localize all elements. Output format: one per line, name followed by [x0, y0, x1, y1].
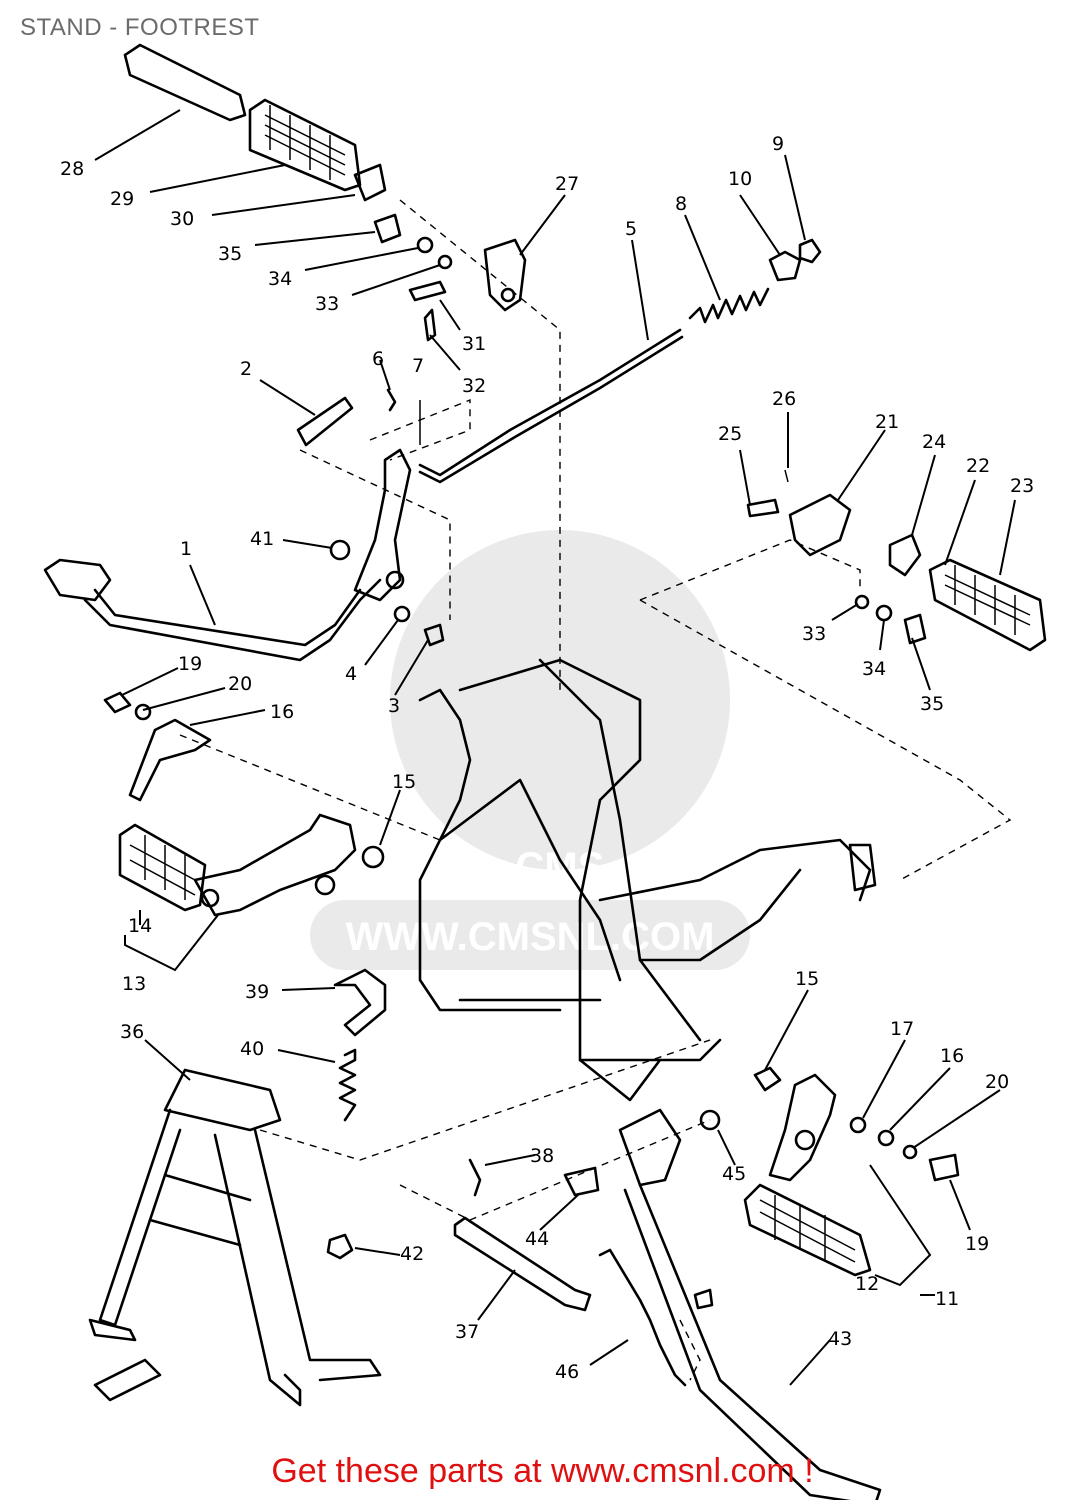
- callout-14: 14: [128, 915, 152, 937]
- callout-15b: 15: [795, 968, 819, 990]
- callout-24: 24: [922, 431, 946, 453]
- callout-5: 5: [625, 218, 637, 240]
- callout-42: 42: [400, 1243, 424, 1265]
- part-5-rod: [418, 328, 684, 484]
- callout-12: 12: [855, 1273, 879, 1295]
- callout-28: 28: [60, 158, 84, 180]
- right-footrest: [746, 469, 1047, 652]
- callout-26: 26: [772, 388, 796, 410]
- frame: [418, 658, 877, 1102]
- callout-41: 41: [250, 528, 274, 550]
- callout-31: 31: [462, 333, 486, 355]
- watermark: WWW.CMSNL.COM CMS: [310, 530, 750, 970]
- callout-6: 6: [372, 348, 384, 370]
- callout-20a: 20: [228, 673, 252, 695]
- callout-19a: 19: [178, 653, 202, 675]
- callout-35b: 35: [920, 693, 944, 715]
- callout-29: 29: [110, 188, 134, 210]
- parts-9-10: [768, 238, 822, 282]
- watermark-url: WWW.CMSNL.COM: [346, 915, 715, 959]
- callout-7: 7: [412, 355, 424, 377]
- callout-37: 37: [455, 1321, 479, 1343]
- part-8-spring: [688, 287, 770, 324]
- callout-40: 40: [240, 1038, 264, 1060]
- page-title: STAND - FOOTREST: [20, 14, 260, 41]
- footer-link[interactable]: Get these parts at www.cmsnl.com !: [0, 1452, 1085, 1491]
- callout-10: 10: [728, 168, 752, 190]
- callout-34a: 34: [268, 268, 292, 290]
- upper-footrest: [123, 43, 453, 342]
- callout-36: 36: [120, 1021, 144, 1043]
- callout-9: 9: [772, 133, 784, 155]
- callout-16b: 16: [940, 1045, 964, 1067]
- parts-39-40-42: [326, 968, 387, 1260]
- callout-38: 38: [530, 1145, 554, 1167]
- callout-25: 25: [718, 423, 742, 445]
- callout-11: 11: [935, 1288, 959, 1310]
- parts-37-38-44: [453, 1158, 600, 1312]
- footer-link-text[interactable]: Get these parts at www.cmsnl.com !: [271, 1452, 814, 1490]
- callout-8: 8: [675, 193, 687, 215]
- callout-23: 23: [1010, 475, 1034, 497]
- callout-45: 45: [722, 1163, 746, 1185]
- part-27-bracket: [483, 238, 527, 312]
- callout-30: 30: [170, 208, 194, 230]
- callout-13: 13: [122, 973, 146, 995]
- callout-43: 43: [828, 1328, 852, 1350]
- watermark-logo: CMS: [516, 845, 605, 889]
- part-36-centre-stand: [88, 1068, 382, 1407]
- callout-1: 1: [180, 538, 192, 560]
- callout-27: 27: [555, 173, 579, 195]
- callout-39: 39: [245, 981, 269, 1003]
- part-lever-arm: [329, 448, 412, 602]
- callout-33a: 33: [315, 293, 339, 315]
- callout-35a: 35: [218, 243, 242, 265]
- callout-21: 21: [875, 411, 899, 433]
- callout-33b: 33: [802, 623, 826, 645]
- callout-44: 44: [525, 1228, 549, 1250]
- callout-2: 2: [240, 358, 252, 380]
- callout-22: 22: [966, 455, 990, 477]
- callout-32: 32: [462, 375, 486, 397]
- small-parts-3-4: [386, 388, 445, 647]
- callout-46: 46: [555, 1361, 579, 1383]
- left-footrest: [103, 691, 385, 917]
- callout-3: 3: [388, 695, 400, 717]
- leader-lines: [94, 109, 1016, 1386]
- callout-16a: 16: [270, 701, 294, 723]
- callout-17: 17: [890, 1018, 914, 1040]
- callout-4: 4: [345, 663, 357, 685]
- callout-19b: 19: [965, 1233, 989, 1255]
- callout-20b: 20: [985, 1071, 1009, 1093]
- part-brake-pedal: [43, 558, 382, 662]
- part-2: [296, 396, 354, 447]
- callout-labels: 28 29 30 35 34 33 31 32 27 5 8 10 9 2 6 …: [60, 133, 1034, 1383]
- parts-43-45-46: [598, 1108, 882, 1500]
- callout-34b: 34: [862, 658, 886, 680]
- right-lower-footrest: [743, 1066, 960, 1277]
- callout-15a: 15: [392, 771, 416, 793]
